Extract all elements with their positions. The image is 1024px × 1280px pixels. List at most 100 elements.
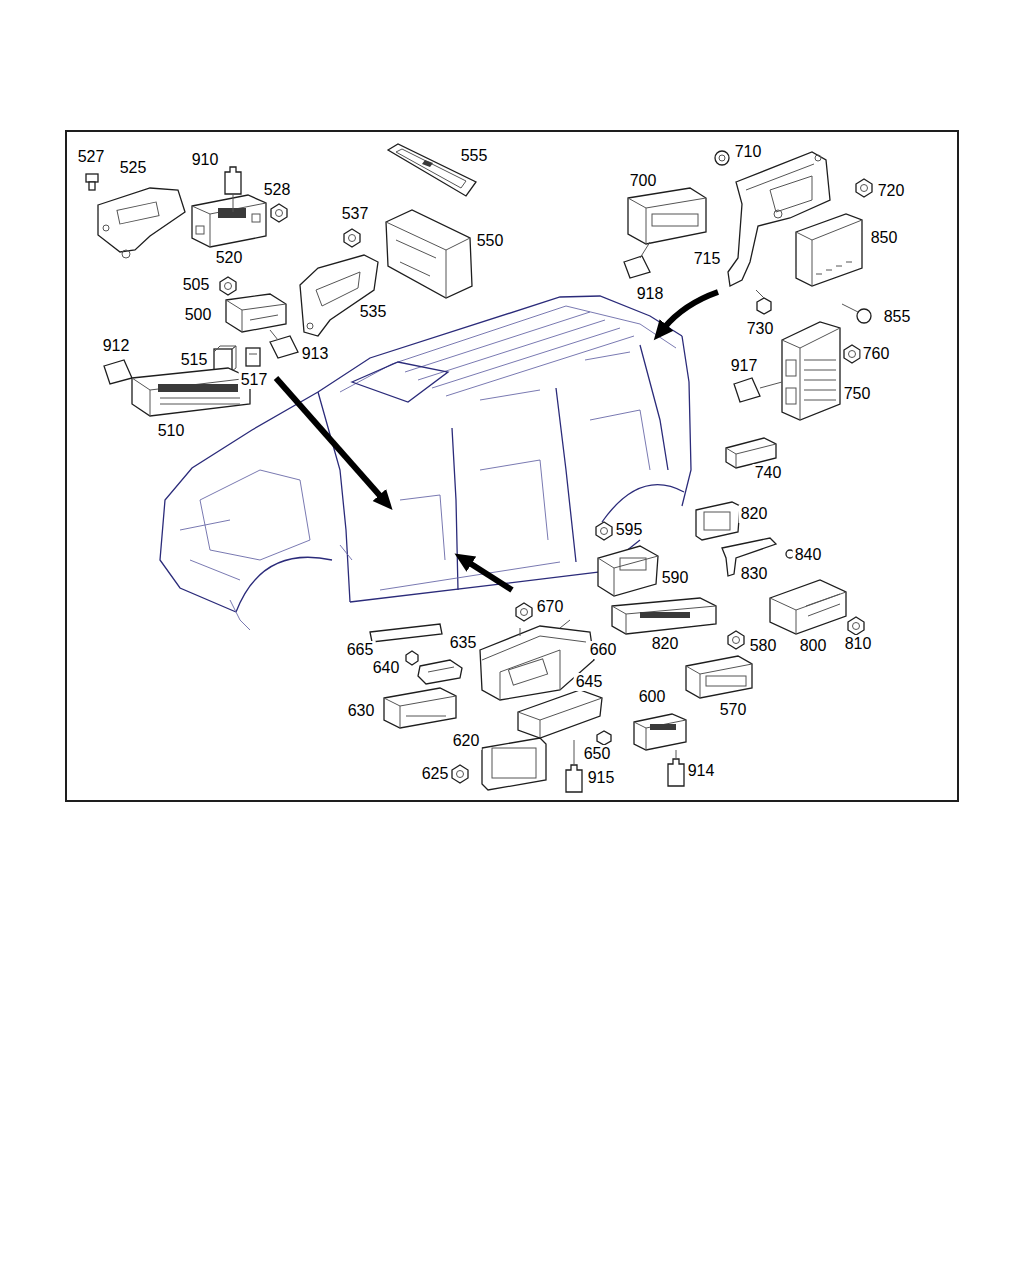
callout-number: 600 [637,688,668,706]
illustration-part [340,306,676,392]
illustration-part [719,155,725,161]
illustration-part [482,620,586,700]
callout-number: 650 [582,745,613,763]
illustration-part [318,296,682,392]
callout-number: 635 [448,634,479,652]
connector-tag-914 [668,750,684,786]
callout-number: 830 [739,565,770,583]
callout-number: 550 [475,232,506,250]
callout-number: 580 [748,637,779,655]
illustration-part [516,603,532,621]
illustration-part [598,556,658,596]
illustration-part [728,631,744,649]
illustration-part [422,160,433,167]
illustration-part [226,294,286,332]
callout-number: 517 [239,371,270,389]
illustration-part [746,164,814,212]
illustration-part [844,345,860,363]
bracket-535 [300,255,378,336]
illustration-part [734,378,760,402]
illustration-part [704,512,730,530]
illustration-part [634,714,686,750]
module-500 [226,294,286,332]
nut-528 [271,204,287,222]
illustration-part [214,349,232,371]
connector-tag-918 [624,242,650,278]
illustration-part [218,208,246,218]
connector-tag-913 [270,330,298,358]
illustration-part [796,220,862,286]
illustration-part [686,656,752,698]
nut-720 [856,179,872,197]
illustration-part [796,214,862,286]
callout-number: 917 [729,357,760,375]
illustration-part [757,298,771,314]
illustration-part [596,522,612,540]
illustration-part [276,378,382,498]
illustration-part [452,765,468,783]
illustration-part [103,225,109,231]
module-800 [770,580,846,634]
illustration-part [270,336,298,358]
illustration-part [406,651,418,665]
illustration-part [386,210,472,298]
illustration-part [180,352,630,580]
callout-number: 515 [179,351,210,369]
illustration-part [468,562,512,590]
nut-580 [728,631,744,649]
illustration-part [428,667,454,672]
illustration-part [770,580,846,634]
callout-number: 570 [718,701,749,719]
relay-517 [246,348,260,366]
illustration-part [307,323,313,329]
illustration-part [233,194,234,212]
illustration-part [861,185,868,192]
illustration-part [756,290,764,298]
callout-number: 630 [346,702,377,720]
illustration-part [612,598,716,634]
display-620 [482,738,546,790]
callout-number: 520 [214,249,245,267]
callout-number: 720 [876,182,907,200]
illustration-part [271,204,287,222]
illustration-part [270,330,278,340]
illustration-part [676,750,677,758]
illustration-part [349,235,356,242]
illustration-part [760,382,782,388]
callout-number: 810 [843,635,874,653]
nut-640 [406,651,418,665]
callout-number: 640 [371,659,402,677]
callout-number: 760 [861,345,892,363]
illustration-part [786,360,796,376]
callout-number: 535 [358,303,389,321]
illustration-part [849,351,856,358]
illustration-part [815,155,821,161]
callout-number: 665 [345,641,376,659]
illustration-part [518,698,602,738]
illustration-part [104,360,132,384]
illustration-part [246,348,260,366]
illustration-part [457,771,464,778]
illustration-part [574,740,575,764]
illustration-part [733,637,740,644]
illustration-part [132,378,250,416]
callout-number: 645 [574,673,605,691]
illustration-part [682,336,691,506]
module-820-lower [612,598,716,634]
illustration-part [89,182,95,190]
illustration-part [249,354,257,355]
illustration-part [192,195,266,247]
callout-number: 730 [745,320,776,338]
illustration-part [318,392,350,602]
illustration-part [804,360,836,400]
illustration-part [602,485,684,522]
callout-number: 910 [190,151,221,169]
module-600 [634,714,686,750]
illustration-part [344,229,360,247]
illustration-part [252,214,260,222]
illustration-part [842,304,858,312]
nut-670 [516,603,532,621]
illustration-part [628,188,706,244]
callout-number: 510 [156,422,187,440]
fuse-box-510 [132,368,250,416]
